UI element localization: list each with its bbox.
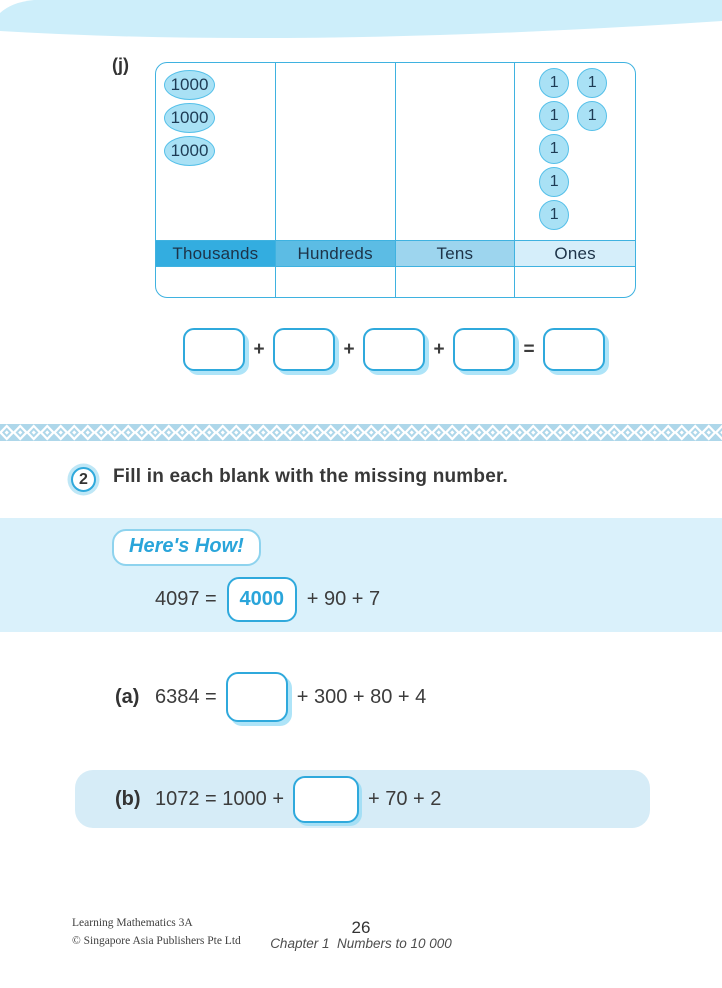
example-answer-box: 4000 — [226, 577, 297, 622]
one-disc: 1 — [577, 101, 608, 131]
thousands-token-cell: 1000 1000 1000 — [156, 63, 276, 240]
item-label-j: (j) — [112, 55, 129, 75]
hundreds-token-cell — [276, 63, 396, 240]
page-number: 26 — [351, 918, 371, 937]
question-text: Fill in each blank with the missing numb… — [113, 466, 509, 487]
plus-sign: + — [343, 338, 355, 360]
thousand-disc: 1000 — [164, 136, 215, 166]
part-b-blank-box[interactable] — [293, 775, 360, 823]
plus-sign: + — [253, 338, 265, 360]
one-disc: 1 — [539, 101, 570, 131]
plus-sign: + — [433, 338, 445, 360]
equals-sign: = — [523, 338, 535, 360]
tens-token-cell — [396, 63, 516, 240]
part-a-label: (a) — [115, 685, 140, 708]
header-hundreds: Hundreds — [275, 240, 396, 267]
part-b-label: (b) — [115, 787, 141, 810]
answer-cell-tens[interactable] — [396, 267, 516, 297]
part-a-rhs: + 300 + 80 + 4 — [296, 685, 427, 708]
example-equation: 4097 = 4000 + 90 + 7 — [155, 577, 380, 622]
answer-cell-ones[interactable] — [515, 267, 635, 297]
top-curve-decoration — [0, 0, 722, 50]
answer-cell-hundreds[interactable] — [276, 267, 396, 297]
blank-hundreds-box[interactable] — [273, 328, 335, 371]
one-disc: 1 — [539, 200, 570, 230]
blank-thousands-box[interactable] — [183, 328, 245, 371]
question-2: 2 Fill in each blank with the missing nu… — [71, 466, 508, 492]
footer-imprint: Learning Mathematics 3A © Singapore Asia… — [72, 915, 241, 951]
part-b-rhs: + 70 + 2 — [368, 787, 442, 810]
one-disc: 1 — [539, 167, 570, 197]
question-number-badge: 2 — [71, 467, 96, 492]
equation-lhs: 4097 = — [155, 588, 217, 610]
header-tens: Tens — [395, 240, 516, 267]
heres-how-badge: Here's How! — [112, 529, 261, 566]
one-disc: 1 — [539, 68, 570, 98]
header-thousands: Thousands — [156, 240, 276, 267]
thousand-disc: 1000 — [164, 70, 215, 100]
blank-total-box[interactable] — [543, 328, 605, 371]
part-b-lhs: 1072 = 1000 + — [155, 787, 285, 810]
place-value-table: 1000 1000 1000 1 1 1 1 1 1 1 Thousands H… — [155, 62, 636, 298]
chapter-line: Chapter 1 Numbers to 10 000 — [270, 936, 452, 951]
book-title: Learning Mathematics 3A — [72, 917, 193, 929]
blank-tens-box[interactable] — [363, 328, 425, 371]
thousand-disc: 1000 — [164, 103, 215, 133]
one-disc: 1 — [539, 134, 570, 164]
part-b-row: (b) 1072 = 1000 + + 70 + 2 — [75, 770, 650, 828]
expanded-form-expression: + + + = — [183, 328, 605, 371]
equation-rhs: + 90 + 7 — [306, 588, 381, 610]
one-disc: 1 — [577, 68, 608, 98]
header-ones: Ones — [515, 240, 635, 267]
publisher-line: © Singapore Asia Publishers Pte Ltd — [72, 934, 241, 947]
heres-how-band: Here's How! 4097 = 4000 + 90 + 7 — [0, 518, 722, 632]
diamond-divider — [0, 424, 722, 441]
part-a-row: (a) 6384 = + 300 + 80 + 4 — [115, 672, 426, 722]
blank-ones-box[interactable] — [453, 328, 515, 371]
part-a-blank-box[interactable] — [225, 672, 288, 722]
answer-cell-thousands[interactable] — [156, 267, 276, 297]
ones-token-cell: 1 1 1 1 1 1 1 — [515, 63, 635, 240]
part-a-lhs: 6384 = — [155, 685, 217, 708]
